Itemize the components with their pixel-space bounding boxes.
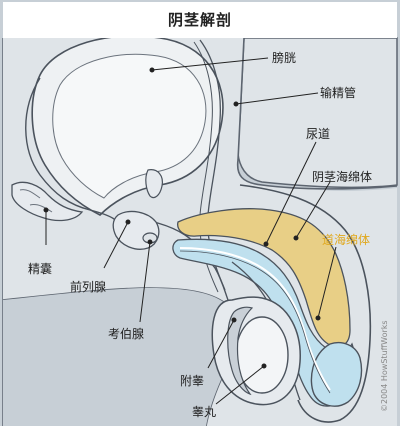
label-epididymis: 附睾 <box>180 374 205 388</box>
label-urethra: 尿道 <box>306 127 331 141</box>
credit-text: ©2004 HowStuffWorks <box>380 320 389 412</box>
urethra-edge <box>179 250 331 394</box>
label-testis: 睾丸 <box>192 405 217 419</box>
label-seminal-vesicle: 精囊 <box>28 262 53 276</box>
vas-deferens-tube <box>25 77 126 233</box>
label-prostate: 前列腺 <box>70 280 107 294</box>
thigh-shadow <box>3 288 236 426</box>
diagram-title: 阴茎解剖 <box>167 11 232 29</box>
label-corpus-spongiosum: 道海绵体 <box>322 233 371 247</box>
urethra-line <box>179 247 331 391</box>
glans-shape <box>310 341 363 407</box>
seminal-vesicle-folds <box>19 189 53 213</box>
label-cowper-gland: 考伯腺 <box>108 327 145 341</box>
leader-lines <box>43 57 337 405</box>
epididymis-shape <box>227 306 254 396</box>
bladder-wall <box>52 53 207 199</box>
ejaculatory-duct <box>145 169 163 199</box>
title-bar: 阴茎解剖 <box>3 2 397 38</box>
label-vas-deferens: 输精管 <box>320 86 357 100</box>
skin-outline-upper <box>236 37 398 190</box>
label-bladder: 膀胱 <box>272 51 297 65</box>
label-corpus-cavernosum: 阴茎海绵体 <box>312 170 373 184</box>
seminal-vesicle-shape <box>11 181 84 222</box>
penis-skin-outline <box>239 184 372 423</box>
